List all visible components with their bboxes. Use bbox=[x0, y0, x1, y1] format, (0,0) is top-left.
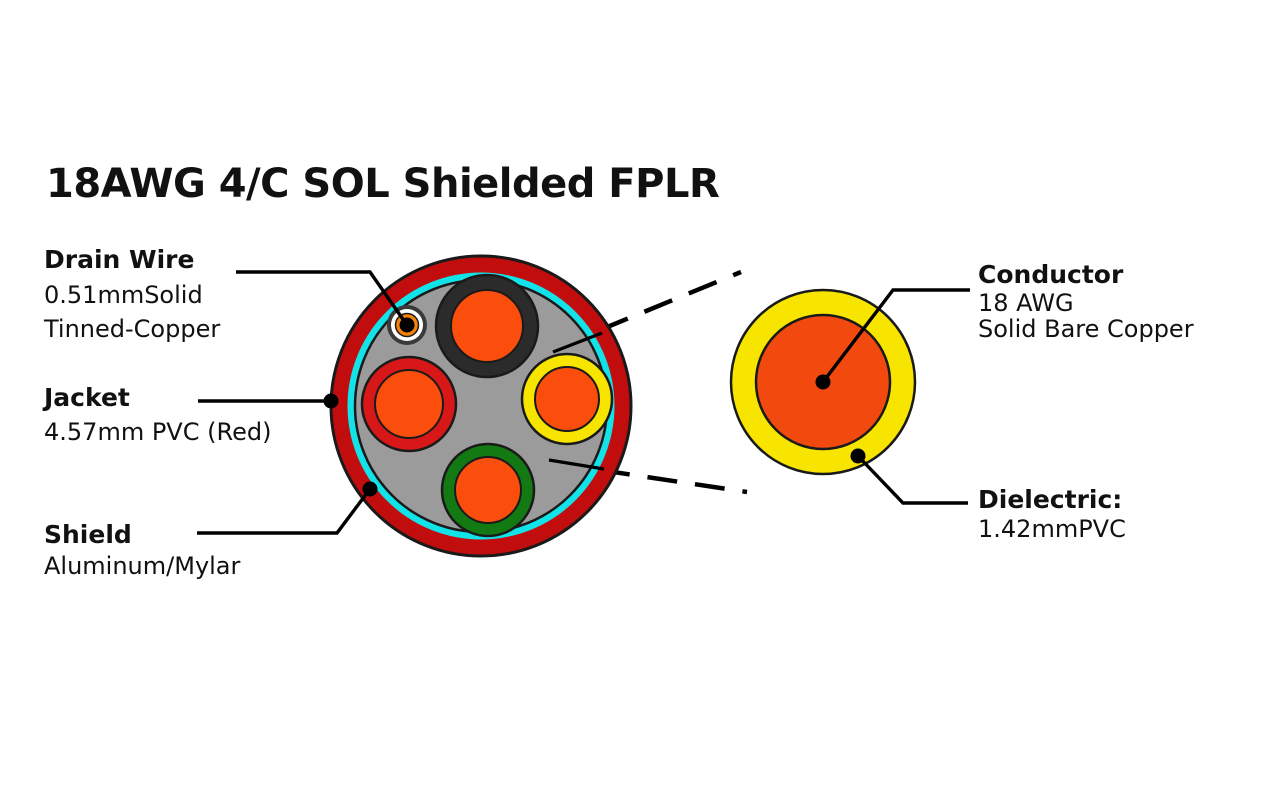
magnifier-cone bbox=[599, 269, 748, 495]
leader-shield-line bbox=[197, 487, 372, 535]
leader-drain-wire-dot bbox=[399, 317, 415, 333]
label-jacket: Jacket 4.57mm PVC (Red) bbox=[42, 383, 271, 446]
leader-drain-wire bbox=[236, 270, 415, 333]
label-shield-line2: Aluminum/Mylar bbox=[44, 552, 241, 580]
leader-drain-wire-line bbox=[236, 270, 409, 326]
label-conductor-head: Conductor bbox=[978, 260, 1124, 289]
label-dielectric: Dielectric: 1.42mmPVC bbox=[978, 485, 1126, 543]
conductor-black-copper bbox=[450, 289, 524, 363]
label-jacket-line2: 4.57mm PVC (Red) bbox=[44, 418, 271, 446]
label-dielectric-line2: 1.42mmPVC bbox=[978, 515, 1126, 543]
label-drain-wire: Drain Wire 0.51mmSolid Tinned-Copper bbox=[43, 245, 220, 343]
label-shield: Shield Aluminum/Mylar bbox=[44, 520, 241, 580]
cone-dash-upper bbox=[599, 269, 742, 333]
conductor-green bbox=[440, 442, 536, 538]
conductor-red bbox=[360, 355, 458, 453]
leader-conductor-dot bbox=[815, 374, 831, 390]
leader-conductor bbox=[815, 288, 970, 390]
cable-assembly bbox=[329, 254, 633, 558]
conductor-yellow-copper bbox=[534, 366, 600, 432]
conductor-red-copper bbox=[374, 369, 444, 439]
leader-shield bbox=[197, 481, 378, 535]
label-conductor: Conductor 18 AWG Solid Bare Copper bbox=[978, 260, 1194, 343]
page-title: 18AWG 4/C SOL Shielded FPLR bbox=[46, 161, 719, 207]
label-drain-wire-line3: Tinned-Copper bbox=[43, 315, 220, 343]
cone-dash-lower bbox=[599, 467, 748, 495]
leader-dielectric-line bbox=[856, 454, 968, 505]
conductor-green-copper bbox=[454, 456, 522, 524]
cone-anchor-upper-tick bbox=[552, 331, 603, 354]
leader-dielectric bbox=[850, 448, 968, 505]
cone-anchor-lower-tick bbox=[548, 458, 605, 471]
label-drain-wire-head: Drain Wire bbox=[44, 245, 194, 274]
conductor-yellow bbox=[520, 352, 614, 446]
leader-jacket bbox=[198, 393, 339, 409]
label-conductor-line2: 18 AWG bbox=[978, 289, 1074, 317]
leader-conductor-line bbox=[821, 288, 970, 384]
leader-dielectric-dot bbox=[850, 448, 866, 464]
leader-shield-dot bbox=[362, 481, 378, 497]
label-dielectric-head: Dielectric: bbox=[978, 485, 1122, 514]
label-drain-wire-line2: 0.51mmSolid bbox=[44, 281, 203, 309]
label-shield-head: Shield bbox=[44, 520, 132, 549]
label-conductor-line3: Solid Bare Copper bbox=[978, 315, 1194, 343]
conductor-black bbox=[434, 273, 540, 379]
leader-jacket-dot bbox=[323, 393, 339, 409]
label-jacket-head: Jacket bbox=[42, 383, 130, 412]
